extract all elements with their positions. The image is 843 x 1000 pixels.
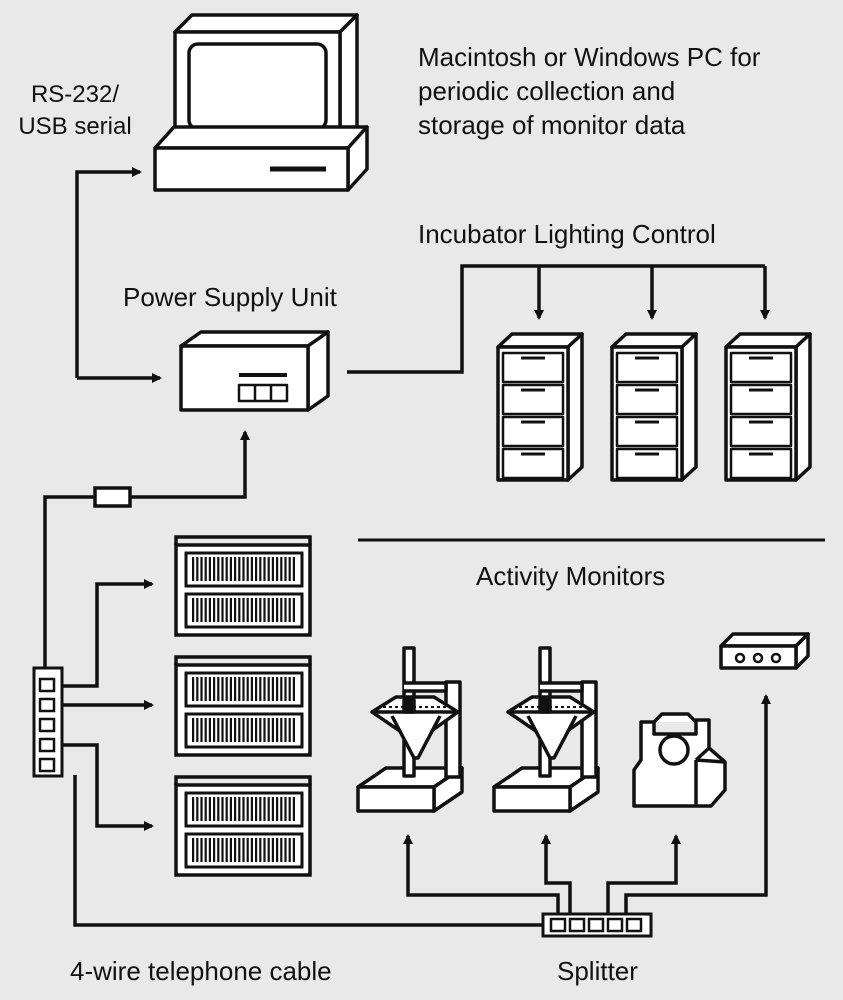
activity-monitor-icon [356,646,464,813]
lighting-label: Incubator Lighting Control [418,219,716,249]
pc-description-line3: storage of monitor data [418,110,686,140]
power-supply-label: Power Supply Unit [123,282,338,312]
monitor-panel-icon [176,777,310,875]
incubator-cabinet-icon [610,332,698,482]
pc-description-line2: periodic collection and [418,76,675,106]
power-supply-icon [179,330,330,412]
serial-cable [75,167,142,378]
incubator-cabinet-icon [724,332,812,482]
incubator-cabinet-icon [496,332,584,482]
serial-link-label-line1: RS-232/ [31,81,119,108]
connection-lines [43,167,771,927]
splitter-icon [541,912,653,938]
activity-monitors-label: Activity Monitors [476,561,665,591]
junction-box-icon [32,666,64,778]
telephone-cable [43,430,250,668]
splitter-label: Splitter [557,956,638,986]
cable-label: 4-wire telephone cable [70,956,332,986]
inline-fuse-icon [93,486,132,508]
serial-link-label-line2: USB serial [18,113,131,140]
monitor-panel-icon [176,657,310,755]
led-monitor-box-icon [719,632,810,670]
computer-icon [153,13,369,192]
lighting-cable [347,264,765,374]
monitor-panel-icon [174,535,312,637]
pc-description-line1: Macintosh or Windows PC for [418,42,761,72]
chamber-monitor-icon [632,712,727,808]
activity-monitor-icon [492,646,600,813]
